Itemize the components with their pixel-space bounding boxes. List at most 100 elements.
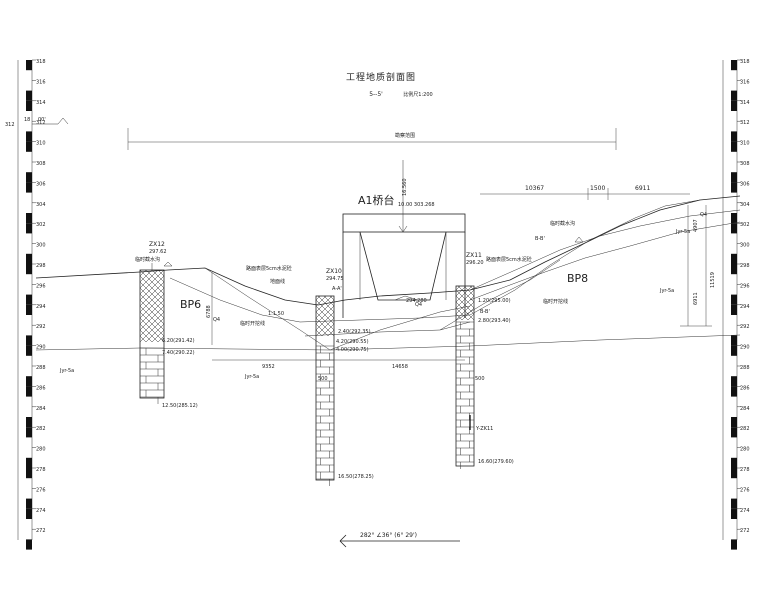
- zx10-name: ZX10: [326, 268, 342, 275]
- zx11-depth-3: 16.60(279.60): [478, 459, 514, 465]
- right-scale-label: 314: [740, 100, 750, 106]
- left-scale-label: 290: [36, 345, 46, 351]
- dim-6911-v: 6911: [693, 292, 699, 305]
- left-scale-label: 298: [36, 263, 46, 269]
- dim-500-b: 500: [475, 376, 485, 382]
- zx12-depth-1: 6.20(291.42): [162, 338, 195, 344]
- q4-right: Q4: [700, 212, 707, 218]
- left-scale-label: 308: [36, 161, 46, 167]
- excavation-right-label: 临时开挖线: [543, 298, 568, 305]
- dim-6788: 6788: [206, 305, 212, 318]
- right-scale-label: 286: [740, 385, 750, 391]
- borehole-zx11: ZX11 296.20 1.20(295.00) 2.80(293.40) 16…: [455, 252, 514, 469]
- right-scale-label: 306: [740, 181, 750, 187]
- right-scale-label: 288: [740, 365, 750, 371]
- borehole-zx12: ZX12 297.62 临时截水沟 6.20(291.42) 7.40(290.…: [135, 241, 198, 409]
- jyr-right: Jyr-5a: [659, 288, 674, 294]
- left-scale-label: 294: [36, 304, 46, 310]
- right-scale-label: 276: [740, 487, 750, 493]
- zx12-water-label: 临时截水沟: [135, 256, 160, 263]
- drawing-title: 工程地质剖面图: [346, 71, 416, 83]
- right-scale-label: 282: [740, 426, 750, 432]
- left-scale-label: 282: [36, 426, 46, 432]
- jyr-left: Jyr-5a: [59, 368, 74, 374]
- left-scale-label: 310: [36, 141, 46, 147]
- left-scale-label: 286: [36, 385, 46, 391]
- mid-elevation: 294.280: [406, 298, 427, 304]
- dim-4907: 4907: [693, 219, 699, 232]
- right-scale-label: 308: [740, 161, 750, 167]
- zx10-depth-1: 2.40(292.35): [338, 329, 371, 335]
- right-scale-label: 296: [740, 283, 750, 289]
- right-scale-label: 272: [740, 528, 750, 534]
- survey-zone-dimension: 勘察范围: [127, 128, 617, 150]
- left-scale-label: 318: [36, 59, 46, 65]
- left-scale-label: 302: [36, 222, 46, 228]
- left-scale-bar: 318 316 314 312 310 308 306 304 302 300 298 296 294 2…: [5, 59, 69, 550]
- right-scale-label: 274: [740, 508, 750, 514]
- left-scale-label: 300: [36, 243, 46, 249]
- bridge-abutment: A1桥台 16.560 10.00 303.268: [342, 160, 466, 318]
- zx11-sample: Y-ZK11: [475, 426, 493, 432]
- left-scale-label: 314: [36, 100, 46, 106]
- dim-11519: 11519: [710, 272, 716, 288]
- right-scale-label: 300: [740, 243, 750, 249]
- dimension-lines: 6788 9352 14658 500 500 10367 1500 6911 …: [206, 185, 716, 382]
- borehole-zx10: ZX10 294.75 2.40(292.35) 4.20(290.55) 4.…: [315, 268, 374, 486]
- left-scale-label: 272: [36, 528, 46, 534]
- bridge-mark: 16.560: [402, 179, 408, 197]
- right-scale-label: 312: [740, 120, 750, 126]
- zx11-top: 296.20: [466, 260, 484, 266]
- left-scale-label: 288: [36, 365, 46, 371]
- zx12-name: ZX12: [149, 241, 165, 248]
- excavation-left-label: 临时开挖线: [240, 320, 265, 327]
- left-scale-label: 280: [36, 447, 46, 453]
- right-scale-label: 304: [740, 202, 750, 208]
- bridge-label: A1桥台: [358, 193, 395, 207]
- zx10-top: 294.75: [326, 276, 344, 282]
- left-scale-label: 278: [36, 467, 46, 473]
- right-scale-bar: 3183163143123103083063043023002982962942…: [722, 59, 750, 550]
- zx12-top: 297.62: [149, 249, 167, 255]
- right-scale-label: 280: [740, 447, 750, 453]
- right-scale-label: 284: [740, 406, 750, 412]
- zx11-depth-1: 1.20(295.00): [478, 298, 511, 304]
- left-scale-label: 306: [36, 181, 46, 187]
- dim-6911: 6911: [635, 185, 650, 192]
- survey-zone-label: 勘察范围: [395, 132, 415, 139]
- slope-b2-label: B-B': [535, 236, 545, 242]
- right-scale-label: 294: [740, 304, 750, 310]
- bp8-label: BP8: [567, 272, 588, 285]
- dim-10367: 10367: [525, 185, 544, 192]
- slope-a-label: A-A': [332, 286, 342, 292]
- jyr-far: Jyr-5a: [675, 229, 690, 235]
- water-right-label: 临时截水沟: [550, 220, 575, 227]
- left-scale-label: 296: [36, 283, 46, 289]
- zx11-depth-2: 2.80(293.40): [478, 318, 511, 324]
- soil-note-left: 路面表层5cm水泥砼: [246, 265, 292, 272]
- left-scale-label: 284: [36, 406, 46, 412]
- left-scale-label: 292: [36, 324, 46, 330]
- left-scale-label: 304: [36, 202, 46, 208]
- right-scale-label: 318: [740, 59, 750, 65]
- slope-b-label: B-B': [480, 309, 490, 315]
- dim-14658: 14658: [392, 364, 408, 370]
- dim-500-a: 500: [318, 376, 328, 382]
- right-scale-label: 292: [740, 324, 750, 330]
- right-scale-label: 310: [740, 141, 750, 147]
- left-scale-label: 316: [36, 79, 46, 85]
- bridge-elevation: 10.00 303.268: [398, 202, 435, 208]
- section-id: 5--5': [369, 91, 383, 98]
- dim-9352: 9352: [262, 364, 275, 370]
- q4-mid: Q4: [415, 302, 422, 308]
- footer-orientation: 282° ∠36° (6° 29'): [339, 532, 460, 548]
- right-scale-label: 298: [740, 263, 750, 269]
- drawing-scale: 比例尺1:200: [403, 91, 432, 98]
- zx12-depth-3: 12.50(285.12): [162, 403, 198, 409]
- zx10-depth-2: 4.20(290.55): [336, 339, 369, 345]
- zx10-depth-3: 4.00(290.75): [336, 347, 369, 353]
- scale-note-2: 18: [24, 117, 30, 123]
- scale-note: 312: [5, 122, 15, 128]
- right-scale-label: 278: [740, 467, 750, 473]
